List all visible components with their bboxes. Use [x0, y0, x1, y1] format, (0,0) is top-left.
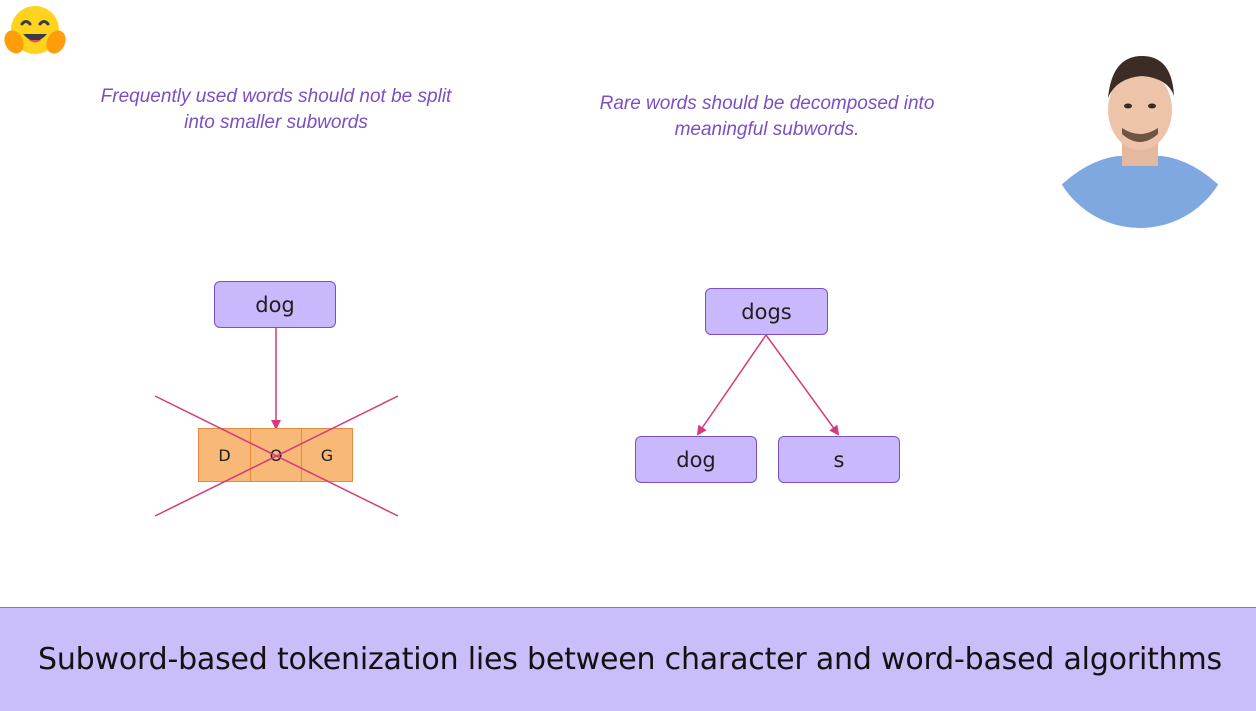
caption-frequent-words: Frequently used words should not be spli… [88, 84, 464, 136]
subword-box-s: s [778, 436, 900, 483]
subtitle-banner: Subword-based tokenization lies between … [0, 607, 1256, 711]
subword-box-s-label: s [833, 447, 845, 472]
arrow-dogs-to-dog [696, 334, 767, 436]
tokenization-diagram: dog D O G dogs dog s [154, 281, 900, 517]
char-cell-d-label: D [218, 445, 231, 465]
presenter-video [1048, 44, 1232, 228]
word-box-dog-label: dog [255, 292, 295, 317]
cross-out-mark [154, 395, 399, 517]
caption-rare-words: Rare words should be decomposed into mea… [582, 91, 952, 143]
word-box-dogs: dogs [705, 288, 828, 335]
diagram-connectors [271, 328, 840, 436]
caption-left-line-1: Frequently used words should not be spli… [100, 86, 452, 107]
caption-right-line-2: meaningful subwords. [674, 119, 860, 140]
caption-left-line-2: into smaller subwords [184, 112, 368, 133]
hugging-face-logo-icon [4, 6, 66, 54]
caption-right-line-1: Rare words should be decomposed into [599, 93, 935, 114]
word-box-dog: dog [214, 281, 336, 328]
subtitle-text: Subword-based tokenization lies between … [38, 642, 1222, 677]
word-box-dogs-label: dogs [741, 299, 792, 324]
subword-box-dog: dog [635, 436, 757, 483]
char-cell-g-label: G [320, 445, 334, 465]
arrow-dogs-to-s [765, 334, 840, 436]
subword-box-dog-label: dog [676, 447, 716, 472]
cross-out-line-2 [154, 395, 399, 517]
